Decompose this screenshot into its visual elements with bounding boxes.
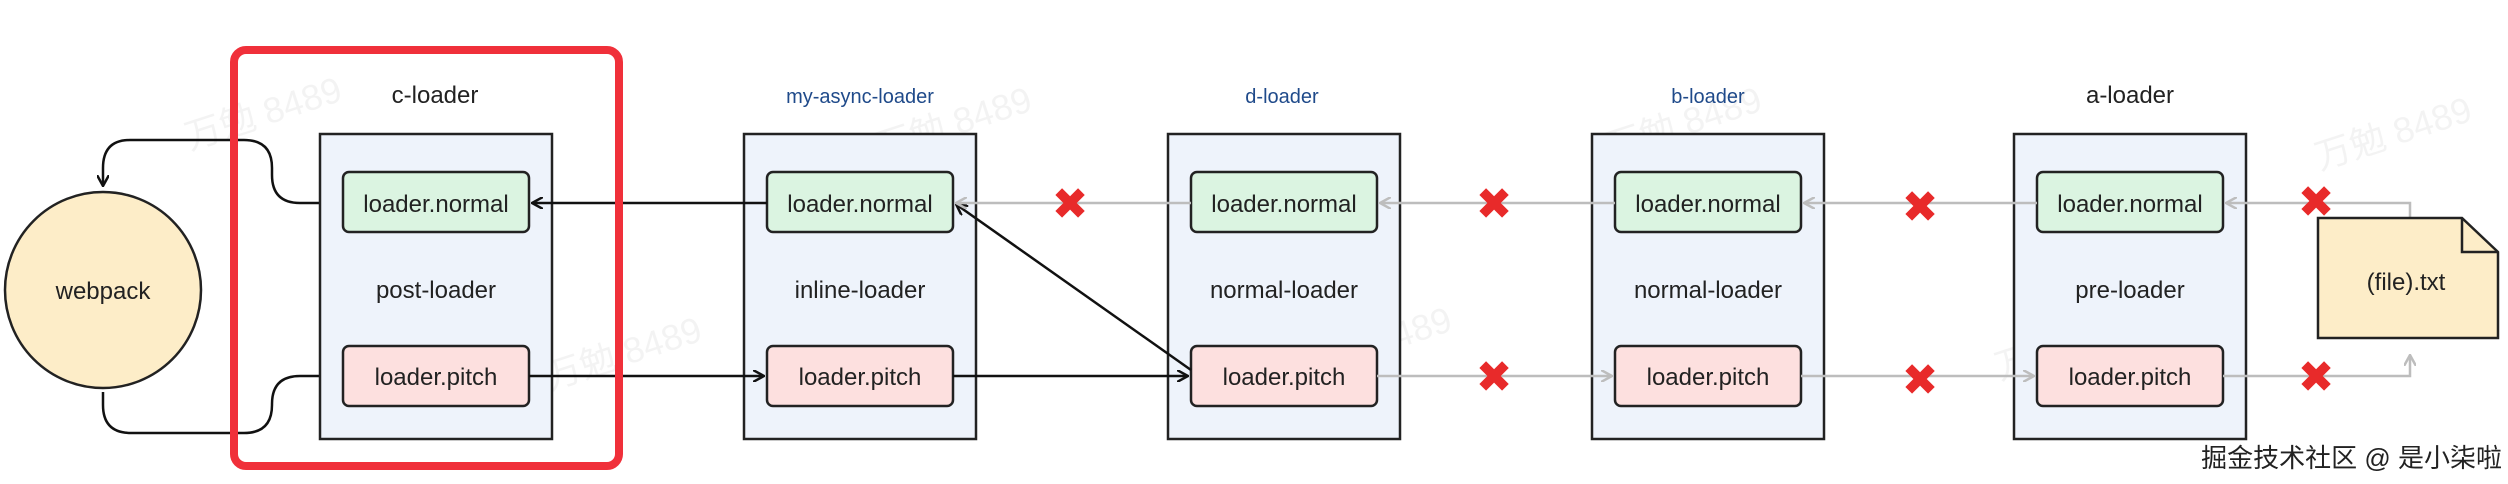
loader-a: a-loader loader.normal pre-loader loader…	[2012, 82, 2248, 441]
webpack-node: webpack	[3, 190, 203, 390]
normal-pill	[341, 170, 531, 234]
file-node: (file).txt	[2316, 216, 2500, 340]
loader-title: b-loader	[1671, 86, 1745, 108]
loader-title: a-loader	[2086, 82, 2174, 109]
d-pitch-to-async-normal-arrow	[957, 205, 1192, 372]
cross-icon: ✖	[2298, 352, 2335, 403]
file-label: (file).txt	[2367, 269, 2446, 296]
watermark: 万勉 8489	[540, 309, 707, 398]
watermark: 万勉 8489	[2310, 89, 2477, 178]
loader-kind-label: normal-loader	[1634, 277, 1782, 304]
webpack-circle	[3, 190, 203, 390]
loader-c: c-loader loader.normal post-loader loade…	[318, 82, 554, 441]
pitch-pill-label: loader.pitch	[2069, 364, 2192, 391]
webpack-label: webpack	[55, 278, 152, 305]
cross-icon: ✖	[2298, 177, 2335, 228]
cross-icon: ✖	[1052, 179, 1089, 230]
loader-d: d-loader loader.normal normal-loader loa…	[1166, 86, 1402, 441]
footer-credit: 掘金技术社区 @ 是小柒啦	[2201, 443, 2502, 473]
cross-icons: ✖ ✖ ✖ ✖ ✖ ✖ ✖	[1052, 177, 2335, 406]
pitch-pill-label: loader.pitch	[799, 364, 922, 391]
pitch-pill-label: loader.pitch	[1647, 364, 1770, 391]
loader-title: my-async-loader	[786, 86, 934, 108]
file-shape	[2316, 216, 2500, 340]
cross-icon: ✖	[1476, 179, 1513, 230]
loader-kind-label: inline-loader	[795, 277, 926, 304]
normal-pill-label: loader.normal	[787, 191, 932, 218]
loader-my-async: my-async-loader loader.normal inline-loa…	[742, 86, 978, 441]
normal-pill-label: loader.normal	[363, 191, 508, 218]
cross-icon: ✖	[1902, 182, 1939, 233]
cross-icon: ✖	[1476, 352, 1513, 403]
normal-to-webpack-arrow	[103, 138, 343, 205]
pitch-pill-label: loader.pitch	[375, 364, 498, 391]
normal-pill-label: loader.normal	[2057, 191, 2202, 218]
webpack-to-pitch-arrow	[101, 376, 343, 435]
highlight-frame	[230, 46, 623, 470]
normal-pill-label: loader.normal	[1635, 191, 1780, 218]
pitch-pill-label: loader.pitch	[1223, 364, 1346, 391]
loader-kind-label: normal-loader	[1210, 277, 1358, 304]
loader-title: c-loader	[392, 82, 479, 109]
loader-title: d-loader	[1245, 86, 1319, 108]
loader-kind-label: post-loader	[376, 277, 496, 304]
cross-icon: ✖	[1902, 355, 1939, 406]
a-pitch-to-file-arrow	[2223, 356, 2410, 378]
normal-pill-label: loader.normal	[1211, 191, 1356, 218]
loader-b: b-loader loader.normal normal-loader loa…	[1590, 86, 1826, 441]
file-to-a-normal-arrow	[2227, 203, 2412, 218]
file-fold	[2460, 218, 2498, 254]
loader-kind-label: pre-loader	[2075, 277, 2184, 304]
